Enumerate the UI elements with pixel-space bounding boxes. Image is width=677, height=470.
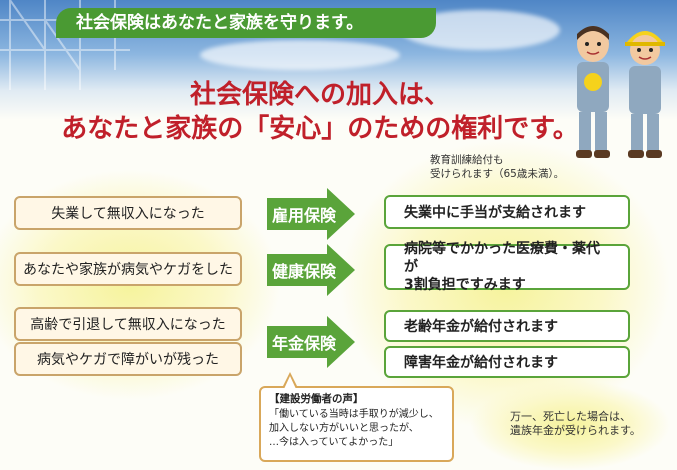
voice-line: 「働いている当時は手取りが減少し、 bbox=[269, 409, 439, 420]
cause-unemployment: 失業して無収入になった bbox=[14, 196, 242, 230]
pension-insurance-arrow: 年金保険 bbox=[267, 316, 355, 368]
cause-label: 高齢で引退して無収入になった bbox=[30, 317, 226, 333]
survivor-pension-note: 万一、死亡した場合は、 遺族年金が受けられます。 bbox=[510, 410, 641, 438]
highlight-glow bbox=[470, 380, 670, 470]
construction-workers-illustration bbox=[576, 26, 665, 158]
top-banner: 社会保険はあなたと家族を守ります。 bbox=[56, 8, 436, 38]
benefit-medical-costs: 病院等でかかった医療費・薬代が 3割負担ですみます bbox=[384, 241, 630, 293]
insurance-label: 健康保険 bbox=[271, 262, 336, 281]
page-headline: 社会保険への加入は、 あなたと家族の「安心」のための権利です。 bbox=[60, 78, 580, 146]
benefit-label: 老齢年金が給付されます bbox=[404, 319, 558, 335]
cause-illness: あなたや家族が病気やケガをした bbox=[14, 252, 242, 286]
headline-line-2: あなたと家族の「安心」のための権利です。 bbox=[61, 114, 579, 144]
voice-line: …今は入っていてよかった」 bbox=[269, 437, 399, 448]
benefit-label: 障害年金が給付されます bbox=[404, 355, 558, 371]
arrow-shape bbox=[267, 316, 355, 368]
speech-bubble-tail-inner bbox=[284, 376, 296, 389]
arrow-shape bbox=[267, 244, 355, 296]
insurance-label: 年金保険 bbox=[271, 334, 336, 353]
note-line: 受けられます（65歳未満）。 bbox=[430, 168, 565, 180]
cloud bbox=[200, 40, 400, 70]
voice-title: 【建設労働者の声】 bbox=[269, 393, 364, 405]
banner-text: 社会保険はあなたと家族を守ります。 bbox=[76, 13, 364, 33]
benefit-old-age-pension: 老齢年金が給付されます bbox=[384, 310, 630, 342]
headline-line-1: 社会保険への加入は、 bbox=[189, 80, 450, 110]
cause-disability: 病気やケガで障がいが残った bbox=[14, 342, 242, 376]
scaffold-illustration bbox=[0, 0, 130, 90]
note-line: 教育訓練給付も bbox=[430, 154, 504, 166]
cause-label: 失業して無収入になった bbox=[51, 206, 205, 222]
benefit-label: 3割負担ですみます bbox=[404, 277, 526, 293]
cause-label: あなたや家族が病気やケガをした bbox=[23, 262, 233, 278]
benefit-label: 失業中に手当が支給されます bbox=[404, 205, 586, 221]
benefit-unemployment-allowance: 失業中に手当が支給されます bbox=[384, 195, 630, 229]
insurance-label: 雇用保険 bbox=[271, 206, 336, 225]
note-line: 遺族年金が受けられます。 bbox=[510, 424, 641, 437]
arrow-shape bbox=[267, 188, 355, 240]
note-line: 万一、死亡した場合は、 bbox=[510, 410, 631, 423]
education-benefit-note: 教育訓練給付も 受けられます（65歳未満）。 bbox=[430, 153, 564, 181]
benefit-disability-pension: 障害年金が給付されます bbox=[384, 346, 630, 378]
benefit-label: 病院等でかかった医療費・薬代が bbox=[404, 241, 600, 275]
health-insurance-arrow: 健康保険 bbox=[267, 244, 355, 296]
voice-line: 加入しない方がいいと思ったが、 bbox=[269, 423, 419, 434]
employment-insurance-arrow: 雇用保険 bbox=[267, 188, 355, 240]
worker-voice-bubble: 【建設労働者の声】 「働いている当時は手取りが減少し、 加入しない方がいいと思っ… bbox=[259, 386, 454, 462]
cause-label: 病気やケガで障がいが残った bbox=[37, 352, 219, 368]
cause-retirement: 高齢で引退して無収入になった bbox=[14, 307, 242, 341]
